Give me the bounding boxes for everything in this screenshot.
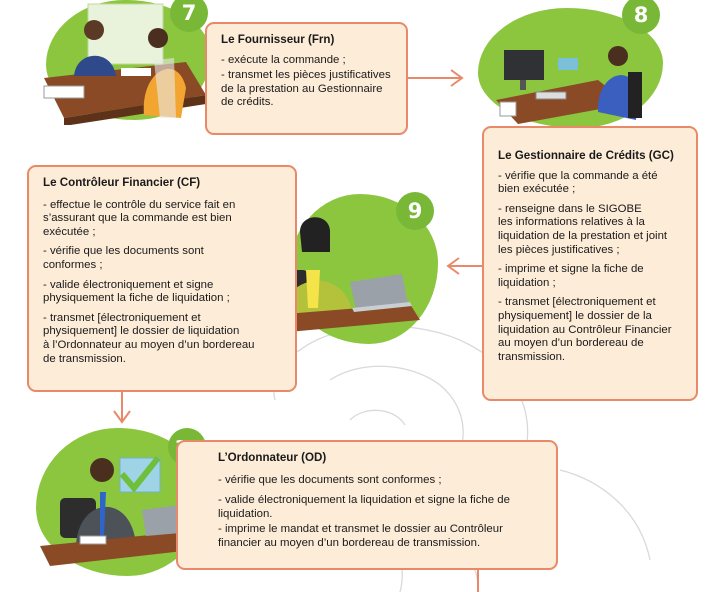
step-badge-7: 7 bbox=[170, 0, 208, 32]
step-title: Le Contrôleur Financier (CF) bbox=[43, 176, 201, 189]
step-item: - exécute la commande ; bbox=[221, 53, 346, 66]
step-title: Le Gestionnaire de Crédits (GC) bbox=[498, 149, 674, 162]
step-badge-8: 8 bbox=[622, 0, 660, 34]
step-item: - renseigne dans le SIGOBE les informati… bbox=[498, 202, 668, 256]
step-card-authorizing-officer: L’Ordonnateur (OD) - vérifie que les doc… bbox=[176, 440, 558, 570]
step-item: - valide électroniquement et signe physi… bbox=[43, 278, 230, 305]
step-title: Le Fournisseur (Frn) bbox=[221, 33, 335, 46]
step-card-financial-controller: Le Contrôleur Financier (CF) - effectue … bbox=[27, 165, 297, 392]
step-badge-9: 9 bbox=[396, 192, 434, 230]
step-title: L’Ordonnateur (OD) bbox=[218, 451, 327, 464]
step-item: - vérifie que les documents sont conform… bbox=[43, 245, 204, 271]
step-item: - imprime et signe la fiche de liquidati… bbox=[498, 263, 644, 289]
step-card-supplier: Le Fournisseur (Frn) - exécute la comman… bbox=[205, 22, 408, 135]
step-item: - imprime le mandat et transmet le dossi… bbox=[218, 523, 503, 549]
step-item: - effectue le contrôle du service fait e… bbox=[43, 198, 236, 238]
step-item: - vérifie que la commande a été bien exé… bbox=[498, 169, 658, 196]
step-item: - transmet [électroniquement et physique… bbox=[43, 311, 255, 365]
step-item: - valide électroniquement la liquidation… bbox=[218, 494, 510, 520]
step-card-credit-manager: Le Gestionnaire de Crédits (GC) - vérifi… bbox=[482, 126, 698, 401]
step-item: - vérifie que les documents sont conform… bbox=[218, 473, 442, 486]
step-item: - transmet [électroniquement et physique… bbox=[498, 296, 672, 363]
step-item: - transmet les pièces justificatives de … bbox=[221, 69, 391, 109]
